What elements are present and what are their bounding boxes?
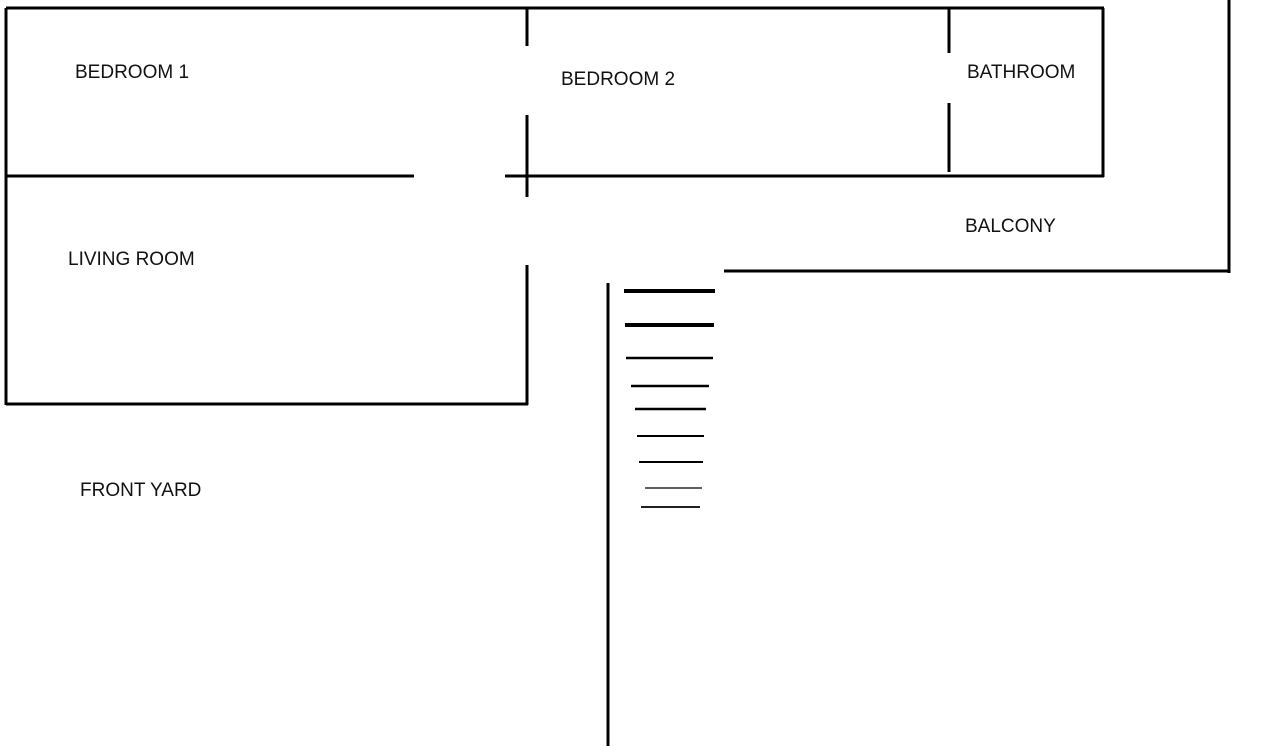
room-label-bedroom-1: BEDROOM 1 — [75, 62, 189, 83]
room-label-bathroom: BATHROOM — [967, 62, 1075, 83]
staircase — [624, 289, 715, 508]
area-label-front-yard: FRONT YARD — [80, 480, 201, 501]
room-label-bedroom-2: BEDROOM 2 — [561, 69, 675, 90]
room-label-living-room: LIVING ROOM — [68, 249, 195, 270]
room-label-balcony: BALCONY — [965, 216, 1056, 237]
walls — [4, 0, 1231, 746]
